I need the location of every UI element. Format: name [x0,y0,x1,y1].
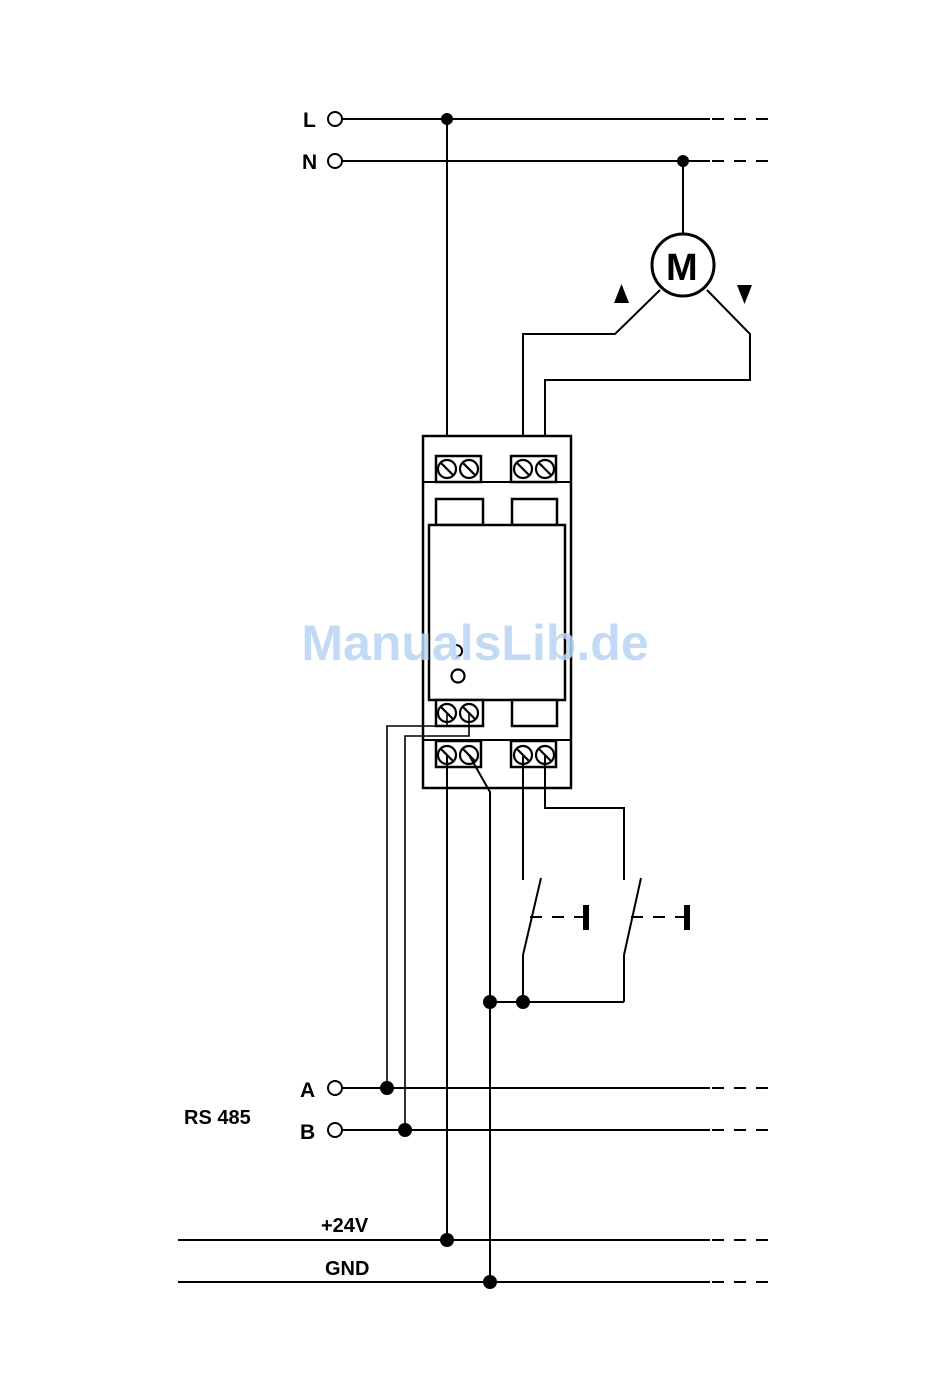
label-gnd: GND [325,1258,369,1280]
button-down-icon [684,905,690,930]
terminal-B [328,1123,342,1137]
tab-bottom-right [512,700,557,726]
label-N: N [302,151,317,174]
junction-gnd [483,1275,497,1289]
junction-B [398,1123,412,1137]
terminal-N [328,154,342,168]
push-buttons [483,755,690,1009]
direction-down-icon [737,285,752,304]
terminal-L [328,112,342,126]
wire-supply-gnd [469,755,490,1282]
junction-24v [440,1233,454,1247]
wire-motor-down [545,290,750,456]
label-L: L [303,109,316,132]
front-panel [429,525,565,700]
motor [523,161,752,456]
indicator-led [452,670,465,683]
label-24v: +24V [321,1215,369,1237]
direction-up-icon [614,284,629,303]
label-B: B [300,1121,315,1144]
supply-lines [178,1233,770,1289]
watermark: ManualsLib.de [301,615,648,671]
tab-top-right [512,499,557,525]
wire-motor-up [523,290,660,456]
label-A: A [300,1079,315,1102]
power-lines [328,112,770,168]
junction-common-gnd [483,995,497,1009]
rs485-lines [328,1081,770,1137]
label-rs485: RS 485 [184,1107,251,1129]
button-up-icon [583,905,589,930]
terminal-A [328,1081,342,1095]
tab-top-left [436,499,483,525]
junction-A [380,1081,394,1095]
label-motor: M [666,247,698,289]
junction-common-up [516,995,530,1009]
